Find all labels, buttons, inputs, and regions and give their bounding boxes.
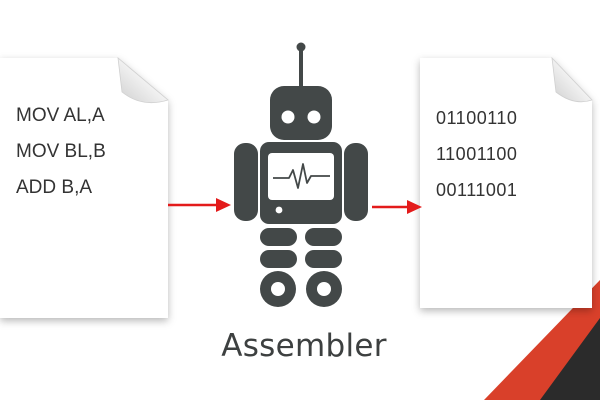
source-line: MOV AL,A [16, 105, 105, 126]
machine-code-line: 00111001 [436, 180, 518, 200]
robot-wheels [260, 271, 342, 307]
output-document-icon [420, 56, 593, 308]
robot-right-arm [344, 143, 368, 221]
source-document-icon [0, 57, 169, 318]
robot-status-light [275, 206, 283, 214]
machine-code-lines: 01100110 11001100 00111001 [436, 100, 517, 208]
machine-code-line: 01100110 [436, 108, 518, 128]
source-line: MOV BL,B [16, 141, 106, 162]
robot-head [270, 86, 332, 140]
robot-torso [260, 142, 342, 224]
corner-accent [484, 280, 600, 400]
output-arrow-icon [372, 200, 422, 214]
robot-left-arm [234, 143, 258, 221]
robot-left-eye [281, 110, 295, 124]
source-line: ADD B,A [16, 177, 93, 198]
robot-right-eye [307, 110, 321, 124]
assembler-label: Assembler [221, 328, 387, 364]
source-code-lines: MOV AL,A MOV BL,B ADD B,A [16, 98, 106, 206]
input-arrow-icon [168, 198, 231, 212]
robot-icon [234, 42, 368, 307]
machine-code-line: 11001100 [436, 144, 518, 164]
robot-antenna [296, 42, 306, 86]
robot-legs [260, 228, 342, 268]
heartbeat-line-icon [273, 163, 330, 189]
